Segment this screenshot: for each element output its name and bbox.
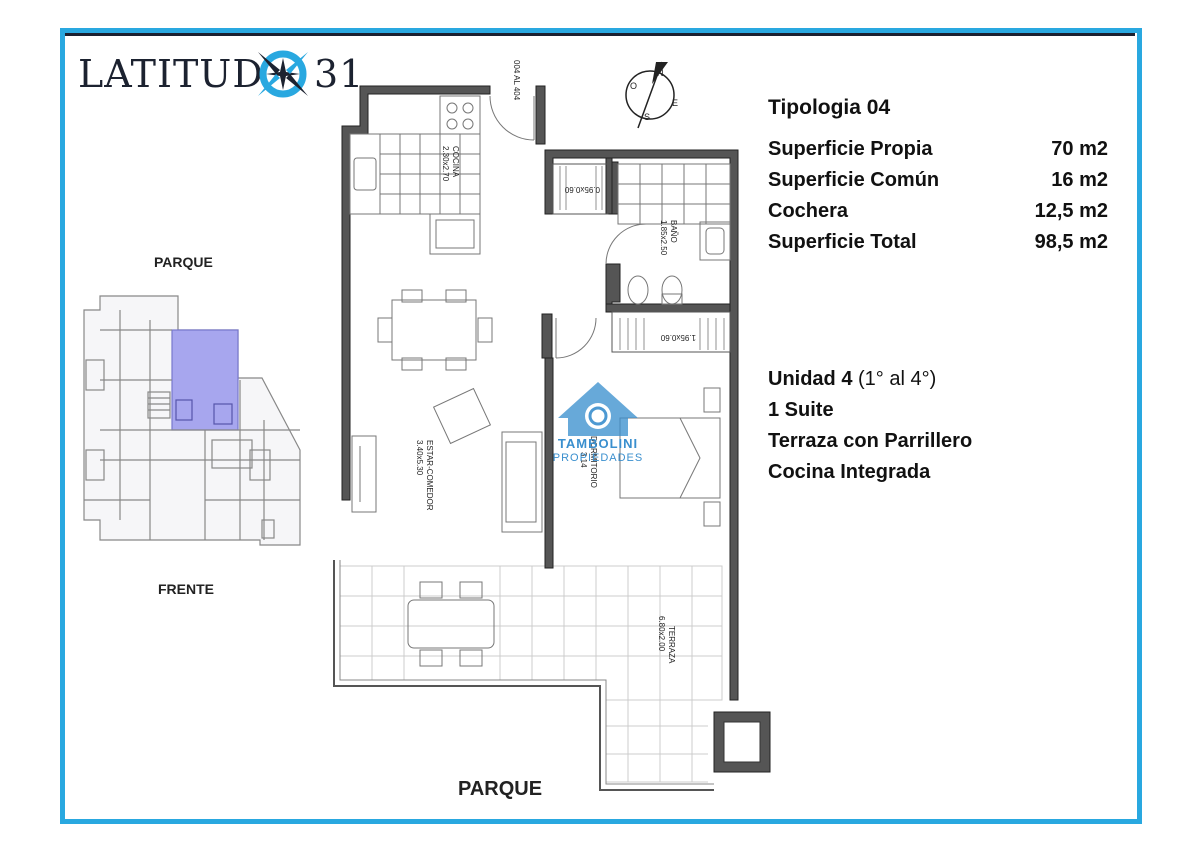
compass-star-icon [258,50,308,98]
compass-letter: O [630,81,638,91]
surface-value: 70 m2 [1051,138,1108,160]
top-rule [65,33,1135,36]
bath-label: BAÑO [669,220,678,243]
closet-dim: 0.95x0.60 [564,185,600,194]
surface-row: Superficie Propia 70 m2 [768,134,1108,165]
unit-name: Unidad 4 [768,368,853,390]
watermark-name: TAMBOLINI [557,436,639,451]
bath-dim: 1.85x2.50 [659,220,668,256]
unit-feature: Terraza con Parrillero [768,430,973,452]
unit-heading: Unidad 4 (1° al 4°) [768,364,972,395]
logo-text-right: 31 [314,52,365,96]
unit-panel: Unidad 4 (1° al 4°) 1 Suite Terraza con … [768,364,972,488]
watermark-sub: PROPIEDADES [552,452,644,464]
units-range-label: 004 AL 404 [512,60,521,101]
surface-value: 12,5 m2 [1034,200,1108,222]
surface-value: 98,5 m2 [1034,231,1108,253]
logo-text-left: LATITUD [78,52,264,96]
site-plan-top-label: PARQUE [154,254,213,270]
unit-feature: 1 Suite [768,399,834,421]
kitchen-label: COCINA [451,146,460,178]
surface-row: Superficie Común 16 m2 [768,165,1108,196]
terrace-label: TERRAZA [667,626,676,664]
surface-label: Superficie Propia [768,138,933,160]
compass-letter: E [672,98,679,108]
living-dim: 3.40x5.30 [415,440,424,476]
surface-label: Cochera [768,200,849,222]
watermark-house-icon [558,382,638,436]
surface-value: 16 m2 [1051,169,1108,191]
typology-title: Tipologia 04 [768,96,891,119]
plan-bottom-label: PARQUE [458,778,543,800]
unit-floors: (1° al 4°) [858,368,937,390]
closet-dim: 1.95x0.60 [660,333,696,342]
typology-panel: Tipologia 04 Superficie Propia 70 m2 Sup… [768,96,1108,258]
living-label: ESTAR-COMEDOR [425,440,434,511]
unit-feature: Cocina Integrada [768,461,931,483]
compass-letter: S [644,112,651,122]
terrace-dim: 6.80x2.00 [657,616,666,652]
site-plan-bottom-label: FRENTE [158,581,214,597]
compass-letter: N [657,68,664,78]
surface-label: Superficie Común [768,169,940,191]
kitchen-dim: 2.30x2.70 [441,146,450,182]
surface-row: Cochera 12,5 m2 [768,196,1108,227]
surface-label: Superficie Total [768,231,917,253]
surface-row: Superficie Total 98,5 m2 [768,227,1108,258]
